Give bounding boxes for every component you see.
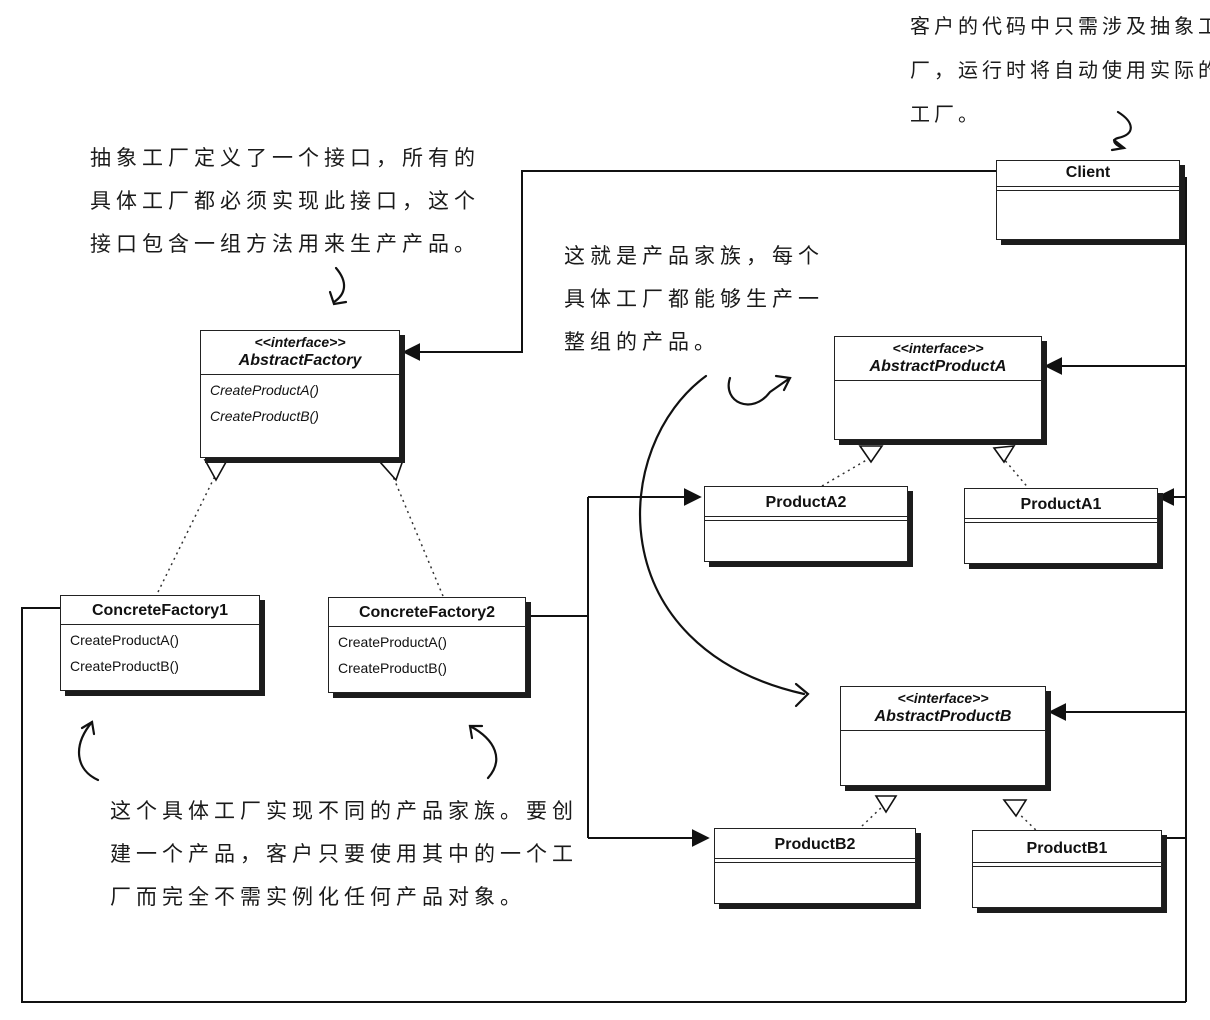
a1-realizes-line — [1002, 457, 1031, 491]
family-long-arrowhead — [794, 682, 810, 708]
class-attributes — [841, 731, 1045, 741]
class-name: Client — [1065, 164, 1111, 181]
client-to-abstract-factory-line — [402, 170, 996, 361]
abstract-factory-header: <<interface>> AbstractFactory — [201, 331, 399, 375]
class-attributes — [973, 863, 1161, 867]
class-name: ProductB1 — [1026, 840, 1108, 857]
concrete-factory1-class: ConcreteFactory1 CreateProductA() Create… — [60, 595, 260, 691]
class-name: ConcreteFactory2 — [358, 604, 496, 621]
concrete-factory2-header: ConcreteFactory2 — [329, 598, 525, 627]
abstract-factory-note: 抽象工厂定义了一个接口，所有的 具体工厂都必须实现此接口，这个 接口包含一组方法… — [90, 137, 480, 266]
concrete-factory1-bottom-loop — [21, 607, 1186, 1003]
abstract-factory-note-line: 接口包含一组方法用来生产产品。 — [90, 232, 480, 256]
factory-note-arrowhead — [328, 290, 348, 306]
family-curl-arrow — [727, 376, 792, 406]
product-family-note-line: 这就是产品家族，每个 — [564, 244, 824, 268]
product-a2-class: ProductA2 — [704, 486, 908, 562]
product-b1-header: ProductB1 — [973, 831, 1161, 863]
class-name: ProductA1 — [1020, 496, 1102, 513]
operation: CreateProductA() — [70, 632, 179, 648]
concrete-factory-note: 这个具体工厂实现不同的产品家族。要创 建一个产品，客户只要使用其中的一个工 厂而… — [110, 790, 578, 919]
class-attributes — [835, 381, 1041, 391]
client-note-arrowhead — [1110, 138, 1127, 152]
stereotype-label: <<interface>> — [254, 334, 346, 350]
cf2-note-arrow — [468, 724, 498, 780]
product-a1-class: ProductA1 — [964, 488, 1158, 564]
class-name: AbstractProductB — [874, 708, 1012, 725]
class-name: AbstractFactory — [238, 352, 362, 369]
class-name: ProductA2 — [765, 494, 847, 511]
class-operations: CreateProductA() CreateProductB() — [329, 627, 525, 685]
class-name: AbstractProductA — [869, 358, 1007, 375]
operation: CreateProductA() — [338, 634, 447, 650]
abstract-product-b-class: <<interface>> AbstractProductB — [840, 686, 1046, 786]
stereotype-label: <<interface>> — [897, 690, 989, 706]
cf1-note-arrowhead — [80, 720, 96, 736]
triangle-b1 — [1002, 799, 1028, 818]
abstract-product-a-class: <<interface>> AbstractProductA — [834, 336, 1042, 440]
product-family-note: 这就是产品家族，每个 具体工厂都能够生产一 整组的产品。 — [564, 235, 824, 364]
cf1-note-arrow — [77, 720, 100, 782]
b2-realizes-line — [861, 805, 884, 827]
cf2-note-arrowhead — [468, 724, 484, 740]
factory-note-curl-arrow — [332, 266, 346, 304]
operation: CreateProductA() — [210, 382, 319, 398]
class-attributes — [715, 859, 915, 863]
abstract-product-a-header: <<interface>> AbstractProductA — [835, 337, 1041, 381]
concrete-factory-note-line: 建一个产品，客户只要使用其中的一个工 — [110, 842, 578, 866]
client-note-line: 厂，运行时将自动使用实际的 — [910, 58, 1210, 82]
class-name: ConcreteFactory1 — [91, 602, 229, 619]
abstract-product-b-header: <<interface>> AbstractProductB — [841, 687, 1045, 731]
class-attributes — [997, 187, 1179, 191]
family-long-arrow — [638, 374, 806, 696]
cf1-realizes-line — [157, 473, 217, 593]
triangle-b2 — [874, 795, 898, 814]
concrete-factory-note-line: 厂而完全不需实例化任何产品对象。 — [110, 885, 526, 909]
class-attributes — [705, 517, 907, 521]
client-note-line: 工厂。 — [910, 102, 982, 126]
abstract-factory-note-line: 抽象工厂定义了一个接口，所有的 — [90, 146, 480, 170]
client-note: 客户的代码中只需涉及抽象工 厂，运行时将自动使用实际的 工厂。 — [910, 4, 1210, 136]
product-family-note-line: 整组的产品。 — [564, 330, 720, 354]
abstract-factory-class: <<interface>> AbstractFactory CreateProd… — [200, 330, 400, 458]
product-b2-class: ProductB2 — [714, 828, 916, 904]
concrete-factory-note-line: 这个具体工厂实现不同的产品家族。要创 — [110, 799, 578, 823]
product-b1-class: ProductB1 — [972, 830, 1162, 908]
class-operations: CreateProductA() CreateProductB() — [61, 625, 259, 683]
client-note-line: 客户的代码中只需涉及抽象工 — [910, 14, 1210, 38]
product-b2-header: ProductB2 — [715, 829, 915, 859]
class-operations: CreateProductA() CreateProductB() — [201, 375, 399, 433]
triangle-a1 — [992, 445, 1016, 464]
triangle-a2 — [858, 445, 884, 464]
client-note-curl-arrow — [1113, 110, 1132, 150]
triangle-cf2 — [378, 459, 405, 482]
operation: CreateProductB() — [338, 660, 447, 676]
concrete-factory2-class: ConcreteFactory2 CreateProductA() Create… — [328, 597, 526, 693]
concrete-factory1-header: ConcreteFactory1 — [61, 596, 259, 625]
family-curl-arrowhead — [774, 374, 792, 392]
abstract-factory-note-line: 具体工厂都必须实现此接口，这个 — [90, 189, 480, 213]
client-class: Client — [996, 160, 1180, 240]
operation: CreateProductB() — [210, 408, 319, 424]
product-a2-header: ProductA2 — [705, 487, 907, 517]
operation: CreateProductB() — [70, 658, 179, 674]
a2-realizes-line — [821, 457, 871, 487]
client-class-header: Client — [997, 161, 1179, 187]
product-family-note-line: 具体工厂都能够生产一 — [564, 287, 824, 311]
cf2-realizes-line — [391, 473, 444, 597]
stereotype-label: <<interface>> — [892, 340, 984, 356]
product-a1-header: ProductA1 — [965, 489, 1157, 519]
triangle-cf1 — [203, 459, 228, 482]
class-attributes — [965, 519, 1157, 523]
class-name: ProductB2 — [774, 836, 856, 853]
